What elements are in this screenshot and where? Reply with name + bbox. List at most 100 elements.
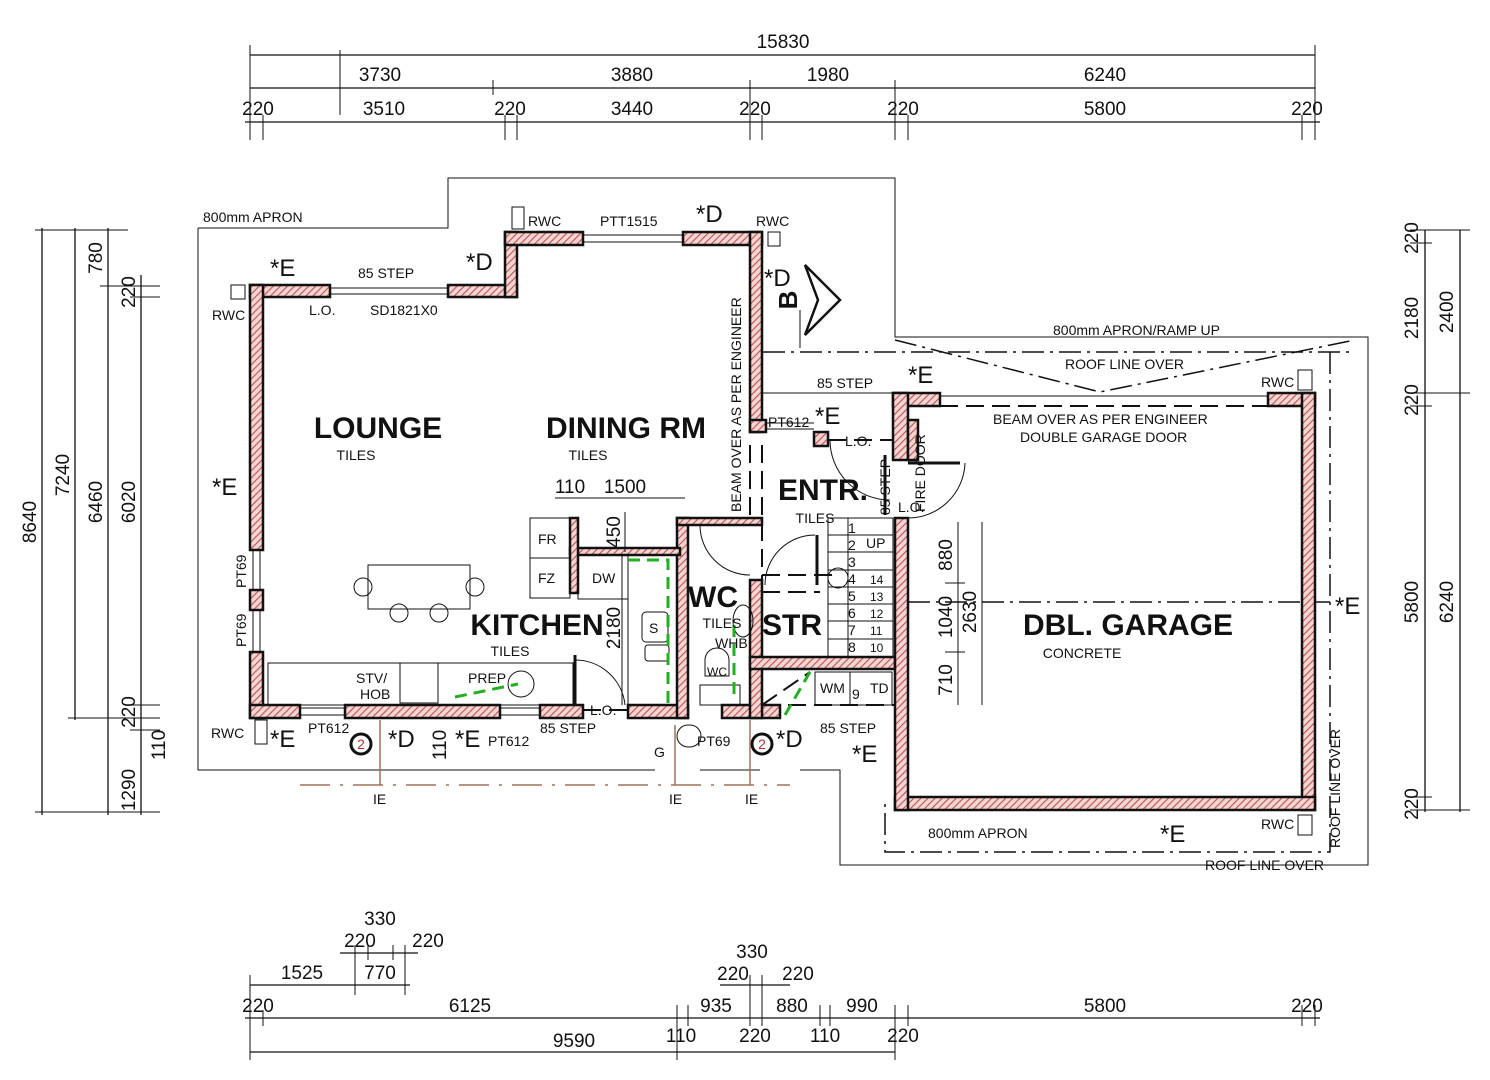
- marker-d: *D: [388, 726, 415, 753]
- dim: 1290: [119, 769, 140, 811]
- dim: 880: [776, 996, 808, 1017]
- label: UP: [866, 535, 885, 551]
- service-lines: [454, 558, 812, 716]
- label: HOB: [360, 686, 390, 702]
- dim: 3730: [359, 65, 401, 86]
- label: FR: [538, 531, 557, 547]
- label: ROOF LINE OVER: [1205, 857, 1324, 873]
- dim: 220: [887, 99, 919, 120]
- fixtures: [230, 206, 1313, 836]
- label: PTT1515: [600, 213, 658, 229]
- dim: 330: [364, 909, 396, 930]
- dim: 220: [1402, 222, 1423, 254]
- label: IE: [373, 791, 386, 807]
- marker-e: *E: [852, 741, 877, 768]
- marker-e: *E: [1160, 821, 1185, 848]
- label: IE: [745, 791, 758, 807]
- dim: 220: [739, 99, 771, 120]
- dim: 220: [782, 964, 814, 985]
- dim-overall: 15830: [757, 32, 810, 53]
- label: PREP: [468, 670, 506, 686]
- stair-tread: 13: [870, 590, 884, 604]
- stair-tread: 6: [848, 605, 856, 621]
- label: L.O.: [898, 499, 924, 515]
- walls: [248, 230, 1317, 812]
- label: SD1821X0: [370, 302, 438, 318]
- right-dimensions: 220 2180 220 5800 220 2400 6240: [1402, 222, 1470, 820]
- dim: 1525: [281, 963, 323, 984]
- label: FZ: [538, 570, 556, 586]
- stair-tread: 8: [848, 639, 856, 655]
- dim: 220: [1291, 99, 1323, 120]
- dim: 2180: [1402, 297, 1423, 339]
- dim: 1500: [604, 477, 646, 498]
- dim: 9590: [553, 1031, 595, 1052]
- dim: 220: [412, 931, 444, 952]
- section-marker[interactable]: B: [773, 264, 842, 336]
- dim: 2180: [604, 607, 625, 649]
- room-finish: TILES: [569, 447, 608, 463]
- dim: 1980: [807, 65, 849, 86]
- stair-tread: 2: [848, 537, 856, 553]
- label: DW: [592, 570, 616, 586]
- dim: 220: [1402, 384, 1423, 416]
- dim: 710: [936, 664, 957, 696]
- room-name-lounge: LOUNGE: [314, 412, 442, 445]
- marker-e: *E: [270, 255, 295, 282]
- label: IE: [669, 791, 682, 807]
- stair-tread: 11: [870, 624, 883, 638]
- dim: 7240: [53, 454, 74, 496]
- downpipe-label: 2: [758, 736, 766, 752]
- label: RWC: [1261, 816, 1294, 832]
- stair-tread: 7: [848, 622, 856, 638]
- dim: 110: [430, 730, 451, 760]
- label: WHB: [715, 635, 748, 651]
- section-label: B: [773, 291, 803, 310]
- dim: 2630: [960, 591, 981, 633]
- dim: 220: [242, 99, 274, 120]
- dim: 220: [1291, 996, 1323, 1017]
- room-finish: TILES: [491, 643, 530, 659]
- label: 800mm APRON: [203, 209, 303, 225]
- downpipes: 2 2: [349, 720, 774, 785]
- label: PT612: [488, 733, 529, 749]
- room-finish: TILES: [337, 447, 376, 463]
- dim: 110: [810, 1026, 840, 1047]
- dim: 5800: [1084, 996, 1126, 1017]
- label: WM: [820, 680, 845, 696]
- dim: 220: [119, 276, 140, 308]
- room-finish: CONCRETE: [1043, 645, 1122, 661]
- label: L.O.: [845, 433, 871, 449]
- room-labels: LOUNGE TILES DINING RM TILES KITCHEN TIL…: [314, 412, 1233, 661]
- downpipe-label: 2: [357, 736, 365, 752]
- dim: 220: [344, 931, 376, 952]
- dim: 3880: [611, 65, 653, 86]
- marker-d: *D: [776, 726, 803, 753]
- label: 85 STEP: [877, 459, 893, 515]
- dim: 110: [666, 1026, 696, 1047]
- bottom-dimensions: 330 220 220 1525 770 330 220 220 220 612…: [242, 909, 1323, 1060]
- label: RWC: [1261, 374, 1294, 390]
- marker-e: *E: [212, 474, 237, 501]
- room-name-wc: WC: [688, 581, 738, 614]
- annotations: 800mm APRON 800mm APRON/RAMP UP ROOF LIN…: [203, 201, 1360, 873]
- label: 85 STEP: [820, 720, 876, 736]
- dim: 5800: [1402, 581, 1423, 623]
- marker-d: *D: [466, 249, 493, 276]
- dim: 2400: [1437, 291, 1458, 333]
- label: FIRE DOOR: [912, 434, 928, 512]
- room-finish: TILES: [703, 615, 742, 631]
- dim: 5800: [1084, 99, 1126, 120]
- top-dimensions: 15830 3730 3880 1980 6240 220 3510 220 3…: [242, 32, 1323, 140]
- label: BEAM OVER AS PER ENGINEER: [993, 411, 1208, 427]
- label: G: [654, 744, 665, 760]
- label: STV/: [356, 670, 387, 686]
- dim: 220: [242, 996, 274, 1017]
- label: TD: [870, 680, 889, 696]
- marker-d: *D: [696, 201, 723, 228]
- marker-d: *D: [764, 265, 791, 292]
- stair-tread: 9: [852, 686, 860, 702]
- label: DOUBLE GARAGE DOOR: [1020, 429, 1187, 445]
- room-name-garage: DBL. GARAGE: [1023, 609, 1233, 642]
